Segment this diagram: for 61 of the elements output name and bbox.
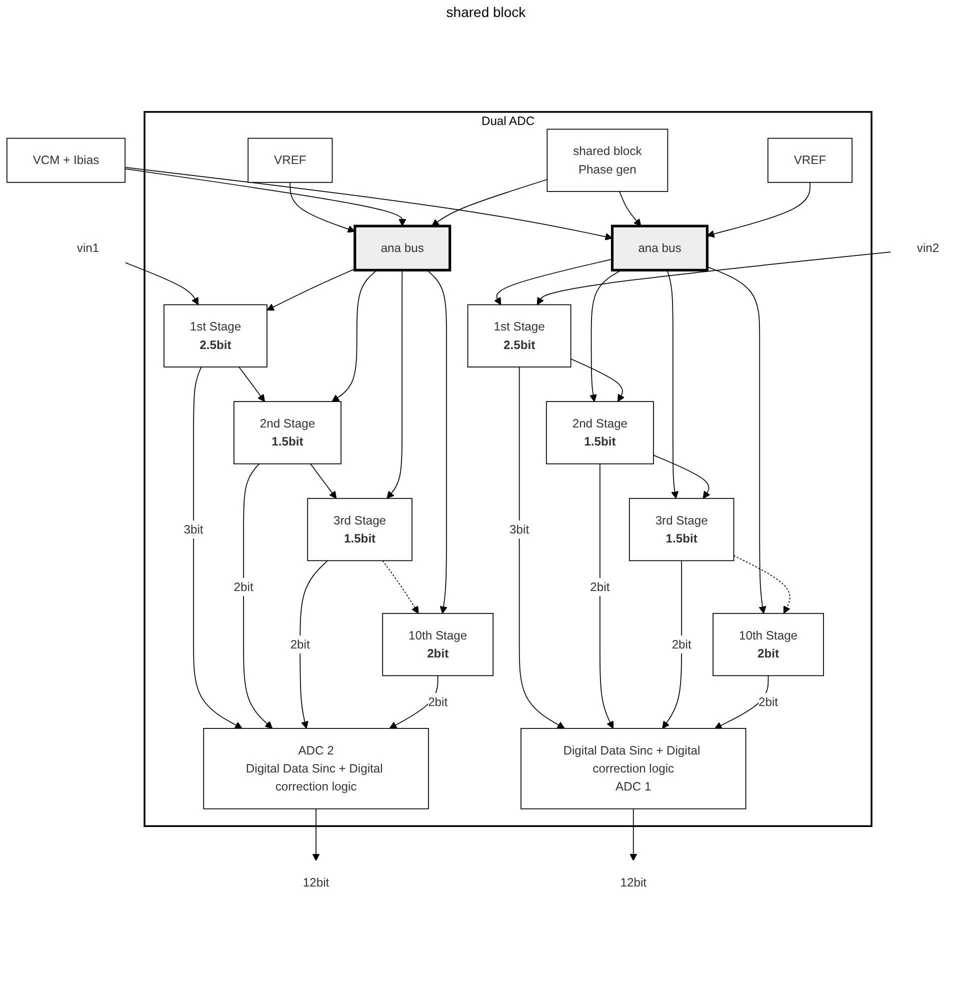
arrow — [662, 560, 682, 729]
node-box: ana bus — [610, 224, 709, 272]
note-label: shared block — [446, 4, 526, 20]
node-box: 2nd Stage 1.5bit — [546, 401, 654, 464]
edge-label: 2bit — [290, 637, 310, 652]
arrow — [619, 191, 642, 227]
edge-label: 2bit — [590, 580, 610, 594]
node-text: vin1 — [76, 240, 100, 255]
arrow — [300, 560, 328, 729]
arrow — [332, 270, 378, 402]
node-box: shared block Phase gen — [546, 128, 668, 192]
edge-label: 2bit — [234, 580, 254, 594]
node-box: VCM + Ibias — [6, 138, 126, 183]
node-box: VREF — [767, 138, 853, 183]
node-box: 10th Stage 2bit — [712, 613, 824, 676]
arrow — [600, 464, 614, 729]
arrow — [193, 366, 242, 729]
node-box: 2nd Stage 1.5bit — [234, 401, 342, 464]
arrow — [666, 270, 679, 499]
arrow — [733, 555, 790, 614]
arrow — [570, 358, 625, 402]
arrow — [494, 258, 613, 306]
arrow — [714, 675, 769, 729]
node-box: 1st Stage 2.5bit — [164, 304, 268, 368]
node-box: VREF — [248, 138, 333, 183]
arrow — [124, 262, 199, 306]
arrow — [536, 252, 892, 306]
arrow — [266, 268, 356, 311]
node-box: 3rd Stage 1.5bit — [307, 498, 412, 562]
node-box: Digital Data Sinc + Digital correction logic ADC 1 — [520, 728, 746, 810]
arrow — [386, 270, 403, 499]
arrow — [382, 560, 419, 614]
arrow — [706, 182, 810, 238]
arrow — [432, 179, 548, 227]
arrow — [310, 464, 337, 499]
edge-label: 2bit — [428, 694, 448, 709]
node-text: 12bit — [302, 876, 330, 890]
arrow — [290, 182, 356, 233]
arrow — [312, 808, 320, 862]
arrow — [426, 270, 448, 614]
node-text: 12bit — [620, 876, 646, 890]
arrow — [589, 270, 622, 402]
arrow — [124, 167, 613, 241]
node-box: 3rd Stage 1.5bit — [628, 498, 734, 562]
node-box: 1st Stage 2.5bit — [467, 304, 572, 368]
arrow — [706, 266, 766, 614]
node-box: 10th Stage 2bit — [382, 613, 494, 676]
arrow — [389, 675, 438, 729]
node-text: vin2 — [916, 240, 940, 255]
edge-label: 2bit — [758, 694, 778, 709]
arrow — [243, 464, 273, 729]
edge-label: 2bit — [672, 637, 692, 652]
edge-label: 3bit — [184, 522, 204, 536]
arrow — [518, 366, 565, 729]
arrow — [653, 454, 710, 499]
arrow — [630, 808, 638, 862]
arrow — [238, 366, 265, 402]
node-box: ana bus — [354, 224, 452, 272]
node-box: ADC 2 Digital Data Sinc + Digital correction logic — [203, 728, 429, 810]
arrow — [124, 168, 406, 227]
edge-label: 3bit — [510, 522, 530, 536]
